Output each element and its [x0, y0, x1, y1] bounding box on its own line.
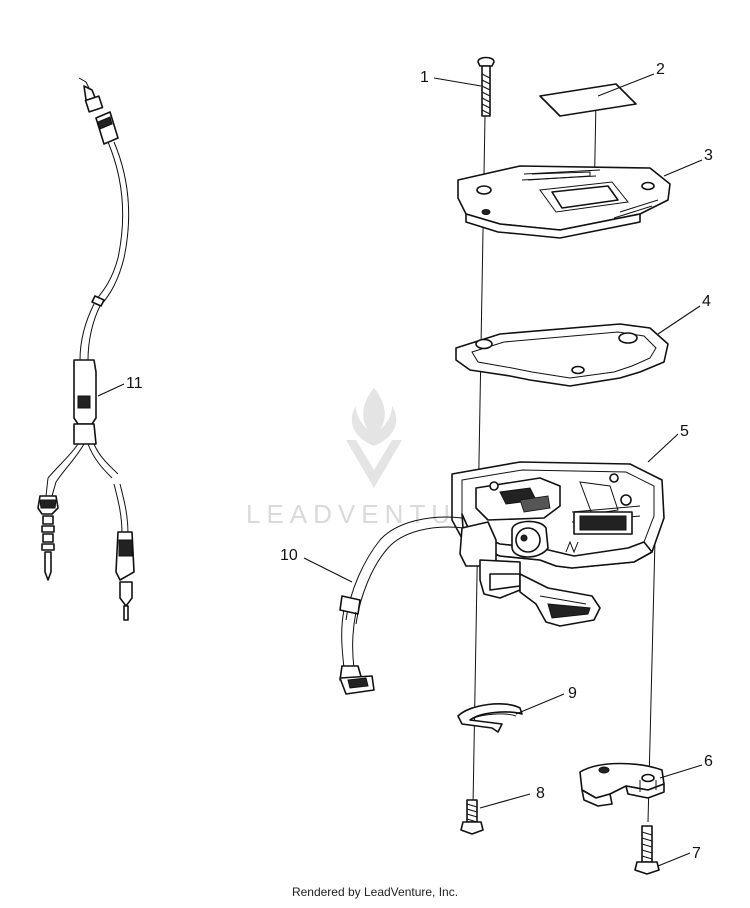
callout-1: 1	[420, 69, 429, 86]
leader-lines	[97, 73, 703, 867]
callout-2: 2	[656, 61, 665, 78]
callout-4: 4	[702, 293, 711, 310]
part-4-gasket	[455, 323, 669, 387]
part-10-wire-lead	[339, 516, 465, 695]
assembly-axis-left	[472, 115, 486, 807]
part-2-decal	[539, 83, 637, 117]
callout-10: 10	[280, 547, 298, 564]
flame-v-logo-icon	[346, 388, 402, 488]
part-8-screw	[460, 799, 484, 835]
callout-8: 8	[536, 785, 545, 802]
part-7-screw	[634, 825, 660, 875]
part-11-cable	[37, 77, 135, 621]
part-3-cover-plate	[457, 165, 671, 239]
part-5-switch-housing	[451, 461, 665, 627]
part-9-spring-clip	[457, 703, 523, 733]
part-1-screw	[477, 56, 495, 117]
callout-6: 6	[704, 753, 713, 770]
footer-credit: Rendered by LeadVenture, Inc.	[291, 885, 459, 899]
callout-3: 3	[704, 147, 713, 164]
callout-7: 7	[692, 845, 701, 862]
callouts: 1 2 3 4 5 6 7 8 9 10 11	[126, 61, 713, 862]
callout-5: 5	[680, 423, 689, 440]
callout-9: 9	[568, 685, 577, 702]
callout-11: 11	[126, 375, 143, 392]
part-6-clamp	[579, 762, 665, 807]
